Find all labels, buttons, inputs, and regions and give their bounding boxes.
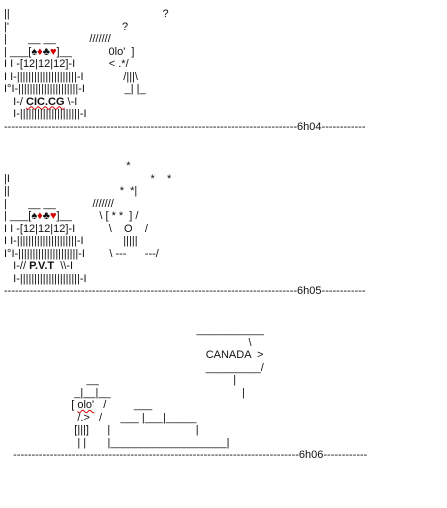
- building-sign: CIC.CG: [26, 95, 65, 108]
- comic-panel-6h05: * |I * * || * *| | __ __ /////// | ___[♠…: [4, 160, 444, 298]
- ascii-art-text: ___________ \ CANADA >: [71, 324, 264, 411]
- ascii-art-text: * |I * * || * *| | __ __ /////// | ___[: [4, 160, 172, 222]
- club-symbol: ♣: [42, 45, 51, 58]
- ascii-art-text: ------------: [323, 449, 368, 461]
- diamond-symbol: ♦: [37, 45, 43, 58]
- ascii-art-text: ]__ 0lo' ] I I -[12|12|12]-I < .*/ I I-|…: [4, 45, 146, 108]
- spade-symbol: ♠: [31, 45, 38, 58]
- diamond-symbol: ♦: [37, 210, 43, 222]
- ascii-art-text: || ? |' ? | __ __ /////// | ___[: [4, 8, 169, 58]
- ascii-art-text: \\-I I-|||||||||||||||||||||-I ---------…: [4, 260, 298, 297]
- ascii-art-text: ------------: [321, 285, 366, 297]
- heart-symbol: ♥: [50, 210, 57, 222]
- ascii-art-text: ------------: [321, 120, 366, 133]
- character-face: olo': [77, 399, 95, 411]
- comic-panel-6h04: || ? |' ? | __ __ /////// | ___[♠♦♣♥]__ …: [4, 8, 444, 133]
- ascii-comic: || ? |' ? | __ __ /////// | ___[♠♦♣♥]__ …: [4, 4, 444, 504]
- time-label: 6h05: [297, 285, 322, 297]
- ascii-art-text: \-I I-|||||||||||||||||||||-I ----------…: [4, 95, 298, 133]
- ascii-art-text: / ___ /.> / ___ |___|_____ [|||] | | | |…: [13, 399, 299, 461]
- ascii-art-text: ]__ \ [ * * ] / I I -[12|12|12]-I \ O / …: [4, 210, 159, 272]
- time-label: 6h04: [297, 120, 322, 133]
- spade-symbol: ♠: [31, 210, 38, 222]
- comic-panel-6h06: ___________ \ CANADA >: [4, 324, 444, 462]
- time-label: 6h06: [298, 449, 324, 461]
- club-symbol: ♣: [42, 210, 51, 222]
- heart-symbol: ♥: [50, 45, 57, 58]
- building-sign: P.V.T: [29, 260, 55, 272]
